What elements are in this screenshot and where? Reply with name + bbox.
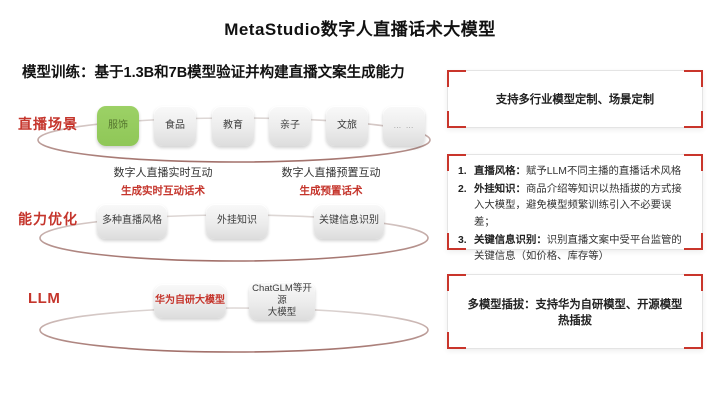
- callout2-item-key-info: 3. 关键信息识别：识别直播文案中受平台监管的关键信息（如价格、库存等）: [458, 233, 692, 266]
- llm-tag-chatglm-line2: 大模型: [267, 306, 297, 318]
- list-text: 关键信息识别：识别直播文案中受平台监管的关键信息（如价格、库存等）: [474, 233, 692, 266]
- llm-tag-chatglm-line1: ChatGLM等开源: [252, 283, 312, 307]
- corner-decoration: [684, 70, 703, 87]
- scene-tag-food: 食品: [154, 106, 196, 146]
- layer-label-live-scenes: 直播场景: [18, 116, 78, 132]
- slide-subtitle: 模型训练：基于1.3B和7B模型验证并构建直播文案生成能力: [22, 65, 405, 81]
- scene-tag-parenting: 亲子: [269, 106, 311, 146]
- layer-label-ability-optimization: 能力优化: [18, 211, 78, 227]
- scene-tag-education: 教育: [212, 106, 254, 146]
- ability-tag-key-info-recognition: 关键信息识别: [314, 204, 384, 239]
- callout-multi-industry-customization: 支持多行业模型定制、场景定制: [447, 70, 703, 128]
- callout-capability-details: 1. 直播风格：赋予LLM不同主播的直播话术风格 2. 外挂知识：商品介绍等知识…: [447, 154, 703, 262]
- list-number: 3.: [458, 234, 467, 246]
- list-body: 商品介绍等知识以热插拔的方式接入大模型，避免模型频繁训练引入不必要误差；: [474, 183, 682, 228]
- list-body: 赋予LLM不同主播的直播话术风格: [525, 166, 682, 177]
- corner-decoration: [684, 154, 703, 171]
- callout1-text: 支持多行业模型定制、场景定制: [495, 94, 655, 106]
- list-head: 关键信息识别：: [474, 234, 547, 246]
- llm-tag-chatglm-open-source: ChatGLM等开源 大模型: [249, 282, 315, 320]
- list-number: 1.: [458, 166, 467, 177]
- list-body: 识别直播文案中受平台监管的关键信息（如价格、库存等）: [474, 234, 682, 263]
- layer-label-llm: LLM: [28, 290, 61, 307]
- corner-decoration: [684, 332, 703, 349]
- scene-tag-apparel: 服饰: [97, 106, 139, 146]
- corner-decoration: [447, 274, 466, 291]
- callout2-item-plugin-knowledge: 2. 外挂知识：商品介绍等知识以热插拔的方式接入大模型，避免模型频繁训练引入不必…: [458, 182, 692, 232]
- list-text: 直播风格：赋予LLM不同主播的直播话术风格: [474, 164, 681, 181]
- scene-tag-culture-travel: 文旅: [326, 106, 368, 146]
- preset-interaction-title: 数字人直播预置互动: [281, 167, 381, 179]
- list-head: 外挂知识：: [474, 183, 526, 195]
- corner-decoration: [447, 233, 466, 250]
- corner-decoration: [684, 274, 703, 291]
- corner-decoration: [447, 332, 466, 349]
- callout2-item-live-style: 1. 直播风格：赋予LLM不同主播的直播话术风格: [458, 164, 692, 181]
- realtime-interaction-title: 数字人直播实时互动: [113, 167, 213, 179]
- corner-decoration: [447, 70, 466, 87]
- corner-decoration: [447, 154, 466, 171]
- preset-interaction-note: 生成预置话术: [299, 185, 363, 197]
- callout-multi-model-hot-swap: 多模型插拔：支持华为自研模型、开源模型热插拔: [447, 274, 703, 349]
- realtime-interaction-note: 生成实时互动话术: [121, 185, 205, 197]
- ability-tag-plugin-knowledge: 外挂知识: [206, 204, 268, 239]
- corner-decoration: [447, 111, 466, 128]
- preset-interaction-caption: 数字人直播预置互动 生成预置话术: [246, 164, 416, 198]
- list-text: 外挂知识：商品介绍等知识以热插拔的方式接入大模型，避免模型频繁训练引入不必要误差…: [474, 182, 692, 232]
- list-number: 2.: [458, 183, 467, 195]
- llm-platform-ellipse: [39, 307, 429, 353]
- realtime-interaction-caption: 数字人直播实时互动 生成实时互动话术: [78, 164, 248, 198]
- list-head: 直播风格：: [474, 166, 526, 177]
- ability-tag-live-styles: 多种直播风格: [97, 204, 167, 239]
- scene-tag-more: … …: [383, 106, 425, 146]
- llm-tag-huawei-model: 华为自研大模型: [154, 284, 226, 318]
- callout3-text: 多模型插拔：支持华为自研模型、开源模型热插拔: [467, 298, 683, 327]
- corner-decoration: [684, 111, 703, 128]
- slide-title: MetaStudio数字人直播话术大模型: [224, 20, 496, 39]
- corner-decoration: [684, 233, 703, 250]
